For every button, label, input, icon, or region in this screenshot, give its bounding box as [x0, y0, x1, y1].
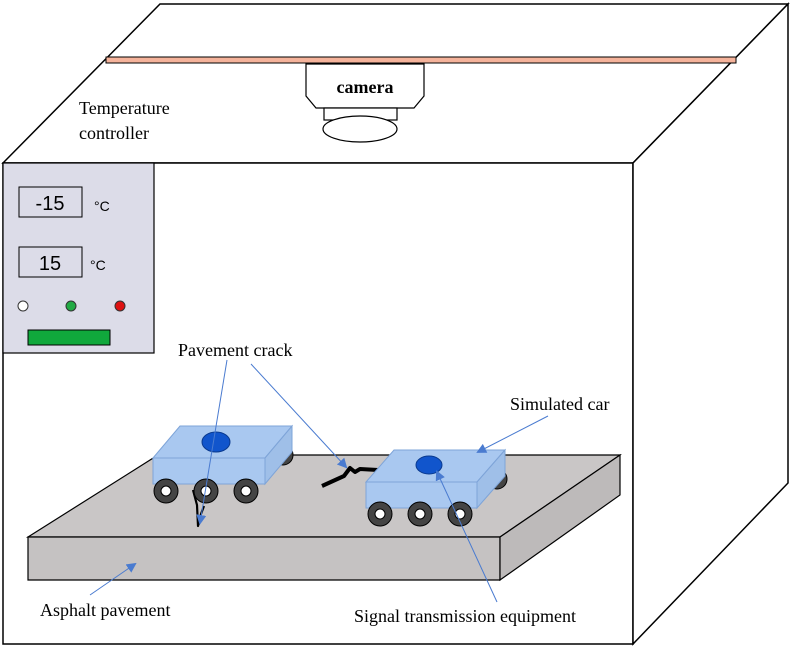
status-bar [27, 329, 111, 346]
display-high-value: 15 [39, 253, 61, 275]
pavement-crack-label: Pavement crack [178, 340, 292, 360]
indicator-white [17, 300, 29, 312]
simulated-car-left [151, 424, 294, 504]
camera-rail [105, 56, 737, 64]
camera-lens-icon [322, 115, 398, 143]
car-right-transmitter-icon [415, 455, 443, 475]
car-right-side [476, 448, 506, 510]
indicator-red [114, 300, 126, 312]
car-left-side [264, 424, 293, 486]
car-left-wheel-1-hub [160, 485, 172, 497]
display-low-box [18, 186, 83, 218]
arrow-signal-equipment [435, 470, 498, 603]
signal-transmission-equipment-label: Signal transmission equipment [354, 606, 576, 626]
car-right-wheel-1-hub [374, 508, 386, 520]
pavement-front-face [27, 536, 501, 581]
car-right-wheel-2-hub [414, 508, 426, 520]
callout-arrows [89, 359, 549, 603]
temperature-controller-panel: -15 °C 15 °C [2, 162, 155, 354]
pavement-crack-mark-1 [321, 466, 379, 488]
display-low-value: -15 [36, 193, 65, 215]
car-left-wheels [153, 478, 259, 504]
arrow-simulated-car [476, 415, 549, 453]
pavement-right-face [499, 453, 621, 582]
arrow-asphalt-pavement [89, 562, 137, 596]
car-right-wheels [367, 501, 473, 527]
car-left-wheel-3-hub [240, 485, 252, 497]
arrow-crack-to-right-crack [250, 363, 348, 469]
camera-body [305, 63, 425, 109]
temperature-controller-label-line1: Temperature [79, 98, 170, 118]
indicator-green [65, 300, 77, 312]
camera-label: camera [337, 77, 394, 97]
display-high-box [18, 246, 83, 278]
display-low-unit: °C [94, 198, 110, 214]
car-left-transmitter-icon [201, 431, 231, 453]
arrow-crack-to-left-crack [196, 359, 228, 525]
temperature-controller-label-line2: controller [79, 123, 149, 143]
camera-group: camera [305, 63, 425, 143]
simulated-car-label: Simulated car [510, 394, 609, 414]
simulated-car-right [364, 448, 508, 527]
display-high-unit: °C [90, 257, 106, 273]
asphalt-pavement-label: Asphalt pavement [40, 600, 170, 620]
